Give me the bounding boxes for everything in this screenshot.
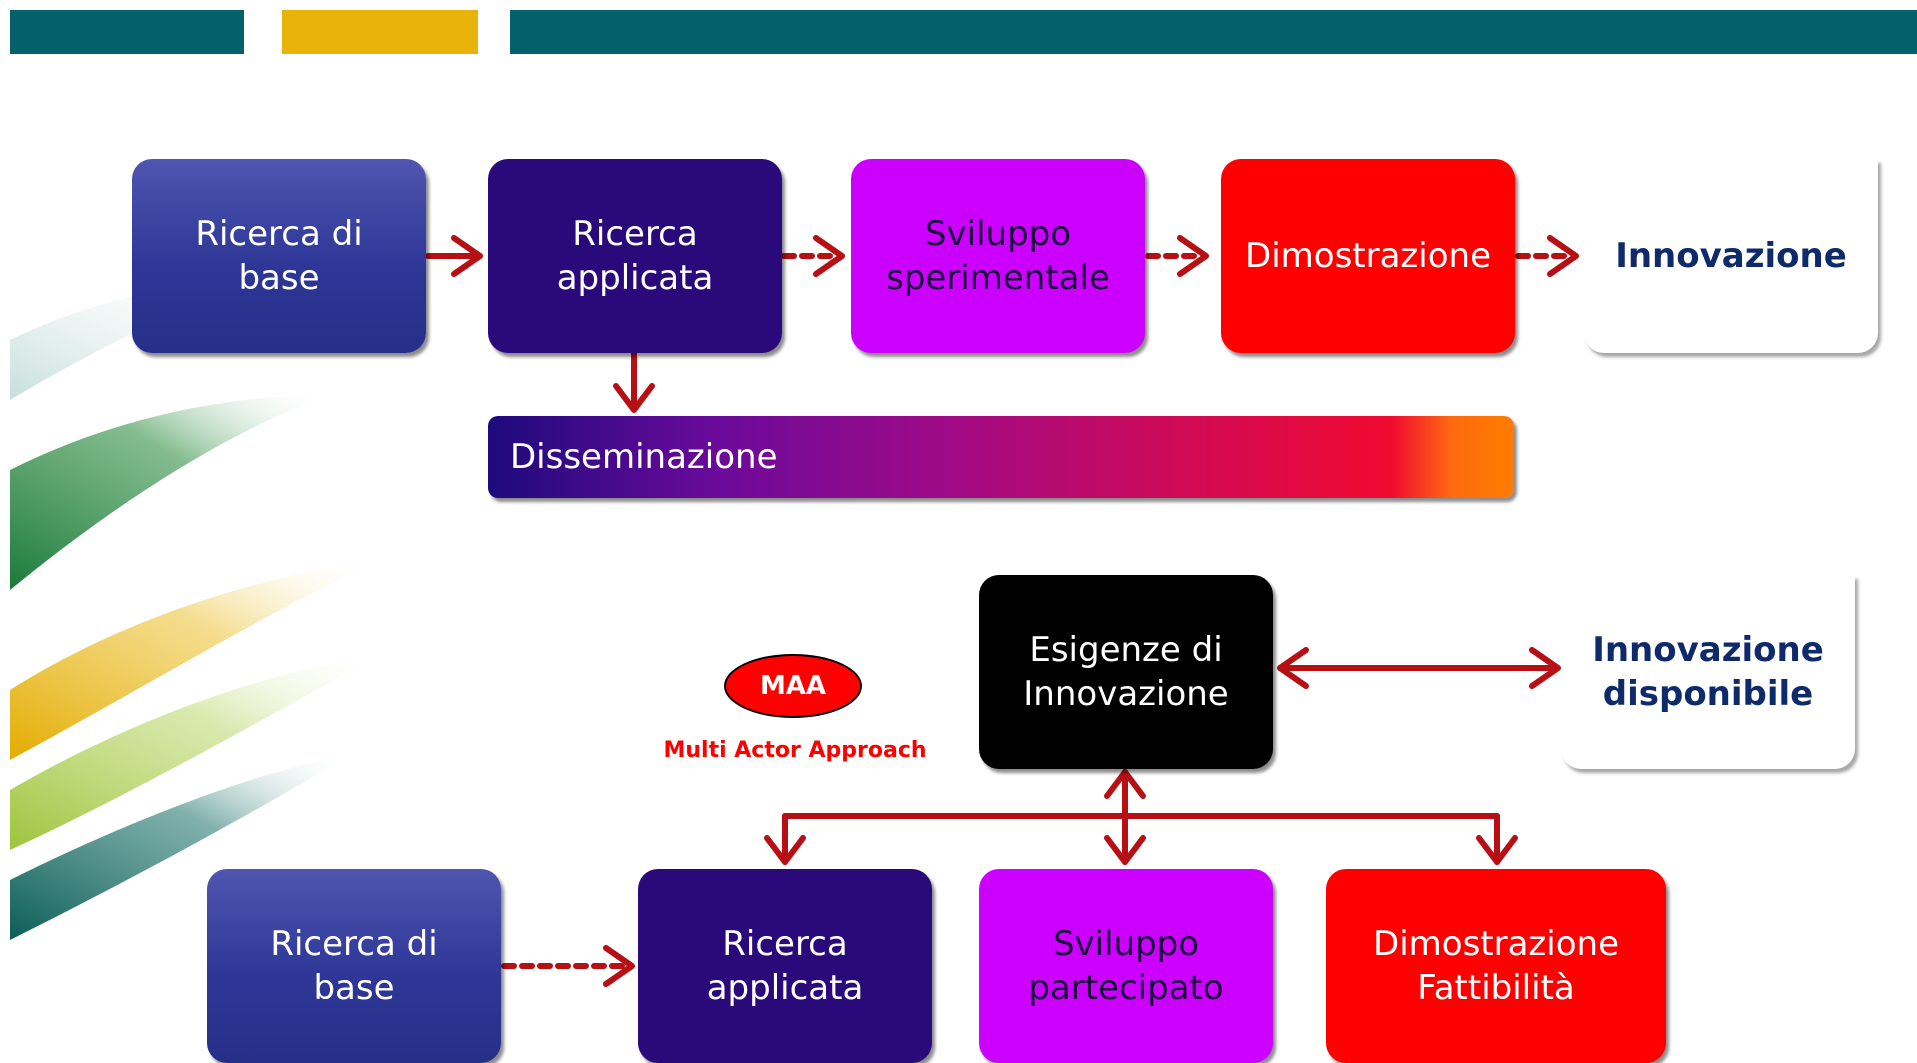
box-ricerca-applicata-bottom: Ricerca applicata <box>638 869 932 1063</box>
box-dimostrazione-fattibilita-label: Dimostrazione Fattibilità <box>1373 924 1619 1008</box>
box-esigenze-di-innovazione: Esigenze di Innovazione <box>979 575 1273 769</box>
box-sviluppo-partecipato: Sviluppo partecipato <box>979 869 1273 1063</box>
box-sviluppo-sperimentale-label: Sviluppo sperimentale <box>886 214 1110 298</box>
box-sviluppo-partecipato-label: Sviluppo partecipato <box>1028 924 1224 1008</box>
box-innovazione-disponibile-label: Innovazione disponibile <box>1592 630 1824 714</box>
box-sviluppo-sperimentale: Sviluppo sperimentale <box>851 159 1145 353</box>
maa-badge-label: MAA <box>759 671 827 701</box>
box-dimostrazione: Dimostrazione <box>1221 159 1515 353</box>
maa-badge: MAA <box>724 654 862 718</box>
box-dimostrazione-fattibilita: Dimostrazione Fattibilità <box>1326 869 1666 1063</box>
box-ricerca-applicata-bottom-label: Ricerca applicata <box>706 924 864 1008</box>
box-innovazione: Innovazione <box>1584 159 1878 353</box>
disseminazione-label: Disseminazione <box>510 437 778 477</box>
disseminazione-bar: Disseminazione <box>488 416 1514 498</box>
maa-caption: Multi Actor Approach <box>663 738 927 763</box>
box-ricerca-applicata-label: Ricerca applicata <box>556 214 714 298</box>
box-ricerca-di-base-bottom: Ricerca di base <box>207 869 501 1063</box>
header-bar-teal-left <box>10 10 244 54</box>
header-bar-teal-right <box>510 10 1917 54</box>
box-innovazione-disponibile: Innovazione disponibile <box>1561 575 1855 769</box>
box-dimostrazione-label: Dimostrazione <box>1245 236 1491 276</box>
box-esigenze-label: Esigenze di Innovazione <box>1023 630 1229 714</box>
box-ricerca-di-base-bottom-label: Ricerca di base <box>270 924 438 1008</box>
box-ricerca-applicata: Ricerca applicata <box>488 159 782 353</box>
header-bar-gold <box>282 10 478 54</box>
box-ricerca-di-base-label: Ricerca di base <box>195 214 363 298</box>
box-innovazione-label: Innovazione <box>1615 236 1847 276</box>
box-ricerca-di-base: Ricerca di base <box>132 159 426 353</box>
